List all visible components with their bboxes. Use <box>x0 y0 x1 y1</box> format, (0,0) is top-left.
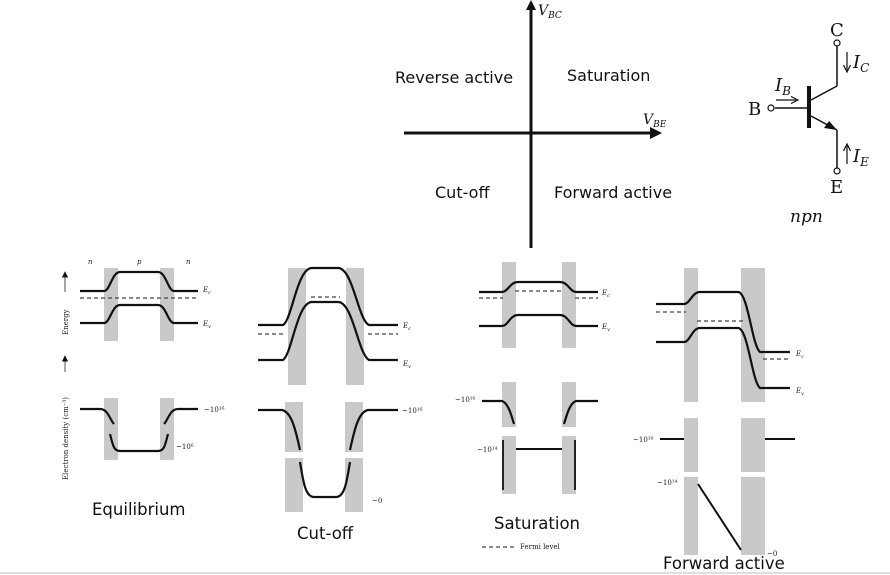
junction-band <box>345 402 363 452</box>
vbc-axis-arrow <box>526 0 536 10</box>
conduction-band-edge <box>479 280 598 294</box>
emitter-arrow-icon <box>824 121 837 130</box>
ie-label: IE <box>852 146 869 169</box>
caption-saturation: Saturation <box>494 514 580 533</box>
ev-label: Ev <box>402 360 411 370</box>
junction-band <box>684 477 698 555</box>
electron-density-curve <box>348 408 398 451</box>
electron-density-curve <box>108 433 170 453</box>
junction-band <box>741 418 765 472</box>
caption-equilibrium: Equilibrium <box>92 500 185 519</box>
emitter-terminal <box>833 167 841 175</box>
caption-forward-active: Forward active <box>663 554 785 573</box>
conduction-band-edge <box>656 290 790 354</box>
conduction-band-edge <box>258 266 398 327</box>
region-label-n-collector: n <box>186 258 191 266</box>
junction-band <box>502 262 516 348</box>
vbc-axis-label: VBC <box>538 3 562 21</box>
collector-label: C <box>830 20 844 41</box>
ib-label: IB <box>774 75 791 98</box>
electron-density-curve <box>298 461 352 499</box>
electron-density-curve <box>258 408 302 451</box>
density-high-label: ~10¹⁶ <box>402 407 423 415</box>
vbe-axis-arrow <box>650 127 662 139</box>
panel-equilibrium: n p n Energy Electron density (cm⁻³) Ec … <box>61 258 225 519</box>
caption-cut-off: Cut-off <box>297 524 354 543</box>
panel-forward-active: Ec Ev ~10¹⁶ ~10¹⁴ ~0 Forward active <box>633 268 804 573</box>
junction-band <box>502 436 516 494</box>
emitter-label: E <box>830 177 843 198</box>
electron-density-curve <box>562 399 598 425</box>
ev-label: Ev <box>601 323 610 333</box>
base-terminal <box>767 104 775 112</box>
density-axis-label: Electron density (cm⁻³) <box>61 355 70 480</box>
density-low-label: ~10¹⁴ <box>657 479 678 487</box>
density-axis-text: Electron density (cm⁻³) <box>62 397 70 480</box>
ev-label: Ev <box>795 387 804 397</box>
electron-density-curve <box>697 483 742 551</box>
ec-label: Ec <box>402 322 411 332</box>
valence-band-edge <box>656 326 790 390</box>
junction-band <box>160 268 174 341</box>
valence-band-edge <box>80 303 198 325</box>
electron-density-curve <box>80 407 115 425</box>
energy-axis-text: Energy <box>62 309 70 335</box>
energy-axis-label: Energy <box>61 271 70 335</box>
panel-saturation: Ec Ev ~10¹⁶ ~10¹⁴ Saturation Fermi level <box>455 262 610 551</box>
quadrant-saturation: Saturation <box>567 66 650 85</box>
npn-label: npn <box>790 207 823 227</box>
electron-density-curve <box>163 407 198 425</box>
conduction-band-edge <box>80 270 198 293</box>
density-zero-label: ~0 <box>767 550 777 558</box>
electron-density-curve <box>482 399 516 425</box>
ec-label: Ec <box>202 286 211 296</box>
ev-label: Ev <box>202 320 211 330</box>
density-low-label: ~10⁶ <box>176 443 194 451</box>
density-high-label: ~10¹⁶ <box>455 396 476 404</box>
ec-label: Ec <box>601 289 610 299</box>
panel-cut-off: Ec Ev ~10¹⁶ ~0 Cut-off <box>258 266 423 543</box>
ic-arrow-head-icon <box>842 64 852 74</box>
density-low-label: ~0 <box>372 497 382 505</box>
junction-band <box>562 262 576 348</box>
valence-band-edge <box>479 313 598 328</box>
junction-band <box>741 477 765 555</box>
mode-map: VBC VBE Reverse active Saturation Cut-of… <box>395 0 672 248</box>
npn-transistor-symbol: C B E IC IB IE npn <box>748 20 869 227</box>
ib-arrow-head-icon <box>790 95 800 105</box>
ec-label: Ec <box>795 350 804 360</box>
region-label-p-base: p <box>137 258 142 266</box>
quadrant-forward-active: Forward active <box>554 183 672 202</box>
vbe-axis-label: VBE <box>643 112 667 130</box>
junction-band <box>104 268 118 341</box>
junction-band <box>345 458 363 512</box>
collector-terminal <box>833 39 841 47</box>
junction-band <box>285 458 303 512</box>
junction-band <box>562 436 576 494</box>
density-high-label: ~10¹⁶ <box>633 436 654 444</box>
quadrant-cut-off: Cut-off <box>435 183 490 202</box>
base-label: B <box>748 99 761 120</box>
ie-arrow-head-icon <box>842 142 852 152</box>
collector-diagonal <box>810 85 838 101</box>
fermi-legend-label: Fermi level <box>520 543 561 551</box>
region-label-n-emitter: n <box>88 258 93 266</box>
ic-label: IC <box>852 52 869 75</box>
valence-band-edge <box>258 300 398 362</box>
quadrant-reverse-active: Reverse active <box>395 68 513 87</box>
density-low-label: ~10¹⁴ <box>477 446 498 454</box>
density-high-label: ~10¹⁶ <box>204 406 225 414</box>
junction-band <box>684 418 698 472</box>
